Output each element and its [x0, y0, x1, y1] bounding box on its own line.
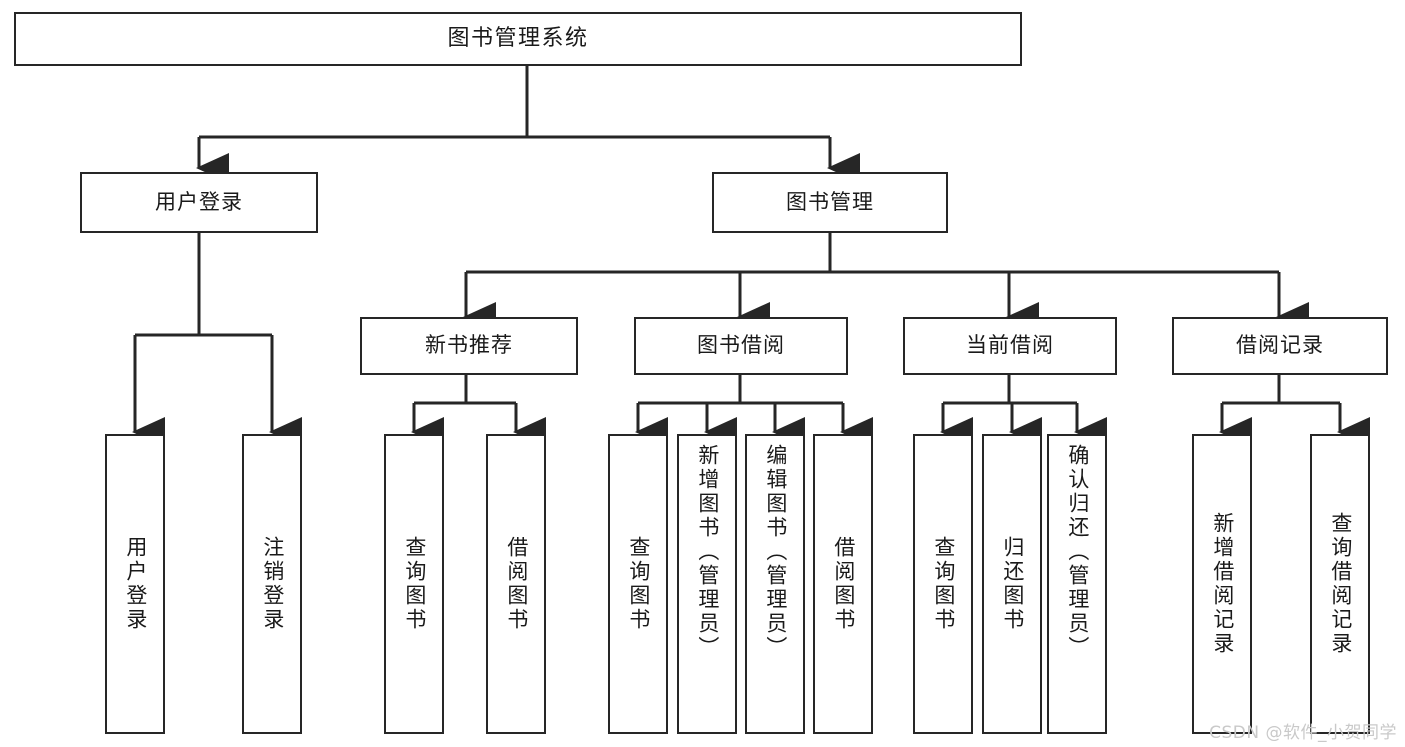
node-user-login[interactable]: 用户登录 — [80, 172, 318, 233]
leaf-confirm-return[interactable]: 确认归还（管理员） — [1047, 434, 1107, 734]
leaf-edit-book[interactable]: 编辑图书（管理员） — [745, 434, 805, 734]
node-root[interactable]: 图书管理系统 — [14, 12, 1022, 66]
node-book-manage[interactable]: 图书管理 — [712, 172, 948, 233]
node-user-login-label: 用户登录 — [155, 189, 243, 214]
leaf-borrow-book-2[interactable]: 借阅图书 — [813, 434, 873, 734]
leaf-confirm-return-label: 确认归还（管理员） — [1065, 444, 1090, 660]
leaf-query-record[interactable]: 查询借阅记录 — [1310, 434, 1370, 734]
leaf-edit-book-label: 编辑图书（管理员） — [763, 444, 788, 660]
leaf-query-book-3-label: 查询图书 — [931, 536, 956, 632]
node-book-borrow-label: 图书借阅 — [697, 333, 785, 358]
leaf-query-book-1[interactable]: 查询图书 — [384, 434, 444, 734]
leaf-add-record-label: 新增借阅记录 — [1210, 512, 1235, 656]
node-book-manage-label: 图书管理 — [786, 189, 874, 214]
leaf-user-login[interactable]: 用户登录 — [105, 434, 165, 734]
leaf-return-book-label: 归还图书 — [1000, 536, 1025, 632]
leaf-user-login-label: 用户登录 — [123, 536, 148, 632]
leaf-return-book[interactable]: 归还图书 — [982, 434, 1042, 734]
node-current-borrow-label: 当前借阅 — [966, 333, 1054, 358]
node-book-borrow[interactable]: 图书借阅 — [634, 317, 848, 375]
leaf-borrow-book-1[interactable]: 借阅图书 — [486, 434, 546, 734]
node-borrow-record-label: 借阅记录 — [1236, 333, 1324, 358]
leaf-query-book-3[interactable]: 查询图书 — [913, 434, 973, 734]
node-borrow-record[interactable]: 借阅记录 — [1172, 317, 1388, 375]
node-new-book-recommend[interactable]: 新书推荐 — [360, 317, 578, 375]
leaf-borrow-book-2-label: 借阅图书 — [831, 536, 856, 632]
csdn-watermark: CSDN @软件_小贺同学 — [1209, 723, 1397, 743]
leaf-query-record-label: 查询借阅记录 — [1328, 512, 1353, 656]
leaf-add-book[interactable]: 新增图书（管理员） — [677, 434, 737, 734]
leaf-add-record[interactable]: 新增借阅记录 — [1192, 434, 1252, 734]
node-current-borrow[interactable]: 当前借阅 — [903, 317, 1117, 375]
node-new-book-recommend-label: 新书推荐 — [425, 333, 513, 358]
leaf-query-book-1-label: 查询图书 — [402, 536, 427, 632]
leaf-borrow-book-1-label: 借阅图书 — [504, 536, 529, 632]
leaf-logout[interactable]: 注销登录 — [242, 434, 302, 734]
leaf-query-book-2[interactable]: 查询图书 — [608, 434, 668, 734]
leaf-logout-label: 注销登录 — [260, 536, 285, 632]
leaf-add-book-label: 新增图书（管理员） — [695, 444, 720, 660]
node-root-label: 图书管理系统 — [447, 25, 589, 51]
leaf-query-book-2-label: 查询图书 — [626, 536, 651, 632]
